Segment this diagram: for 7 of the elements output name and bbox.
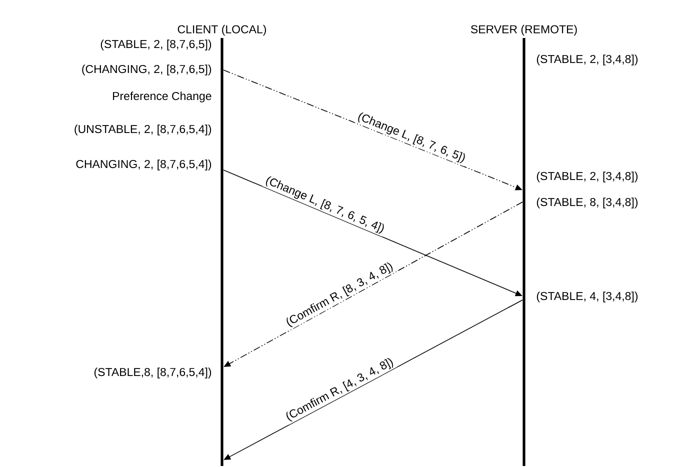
node-label: SERVER (REMOTE) xyxy=(470,24,577,36)
state-label: (STABLE, 2, [3,4,8]) xyxy=(536,172,638,182)
state-label: (STABLE, 4, [3,4,8]) xyxy=(536,292,638,302)
arrow xyxy=(224,202,523,367)
node-label: CLIENT (LOCAL) xyxy=(178,24,266,36)
state-label: (STABLE, 2, [3,4,8]) xyxy=(536,54,638,66)
state-label: (STABLE, 8, [3,4,8]) xyxy=(536,198,638,208)
